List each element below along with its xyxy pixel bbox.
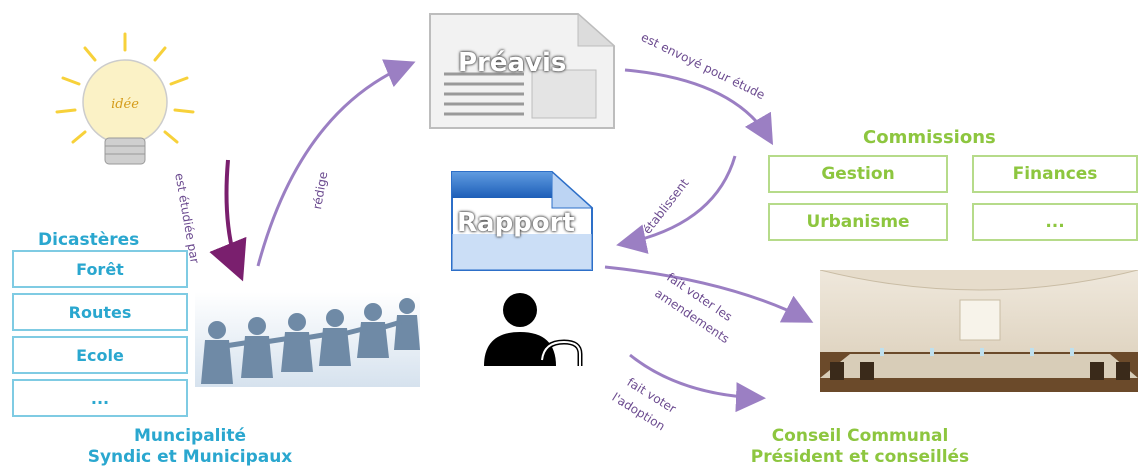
commissions-title: Commissions <box>863 127 996 148</box>
dicastere-box-ecole: Ecole <box>12 336 188 374</box>
arrow-est-etudiee-par <box>209 159 247 282</box>
commission-box-more: ... <box>972 203 1138 241</box>
arrow-amendements <box>604 265 814 323</box>
arrow-redige <box>256 59 416 267</box>
conseil-label: Conseil Communal Président et conseillés <box>720 426 1000 468</box>
commission-box-urbanisme: Urbanisme <box>768 203 948 241</box>
municipalite-line2: Syndic et Municipaux <box>87 447 293 467</box>
council-room-image <box>820 270 1138 392</box>
conseil-line1: Conseil Communal <box>771 426 949 446</box>
dicastere-box-foret: Forêt <box>12 250 188 288</box>
bulb-text: idée <box>111 97 139 112</box>
dicasteres-title: Dicastères <box>38 230 140 250</box>
document-icon <box>429 12 616 129</box>
conseil-line2: Président et conseillés <box>750 447 970 467</box>
arrow-etablissent <box>616 155 737 254</box>
people-chain-icon <box>195 292 420 387</box>
rapport-title: Rapport <box>457 208 575 238</box>
lightbulb-icon: idée <box>55 32 195 165</box>
arrow-est-envoye <box>624 68 774 146</box>
arrow-adoption <box>629 353 766 413</box>
dicastere-box-more: ... <box>12 379 188 417</box>
preavis-title: Préavis <box>458 48 567 78</box>
dicastere-box-routes: Routes <box>12 293 188 331</box>
municipalite-label: Muncipalité Syndic et Municipaux <box>50 426 330 468</box>
commission-box-gestion: Gestion <box>768 155 948 193</box>
report-icon <box>451 170 594 271</box>
municipalite-line1: Muncipalité <box>134 426 246 446</box>
person-icon <box>484 293 583 366</box>
commission-box-finances: Finances <box>972 155 1138 193</box>
